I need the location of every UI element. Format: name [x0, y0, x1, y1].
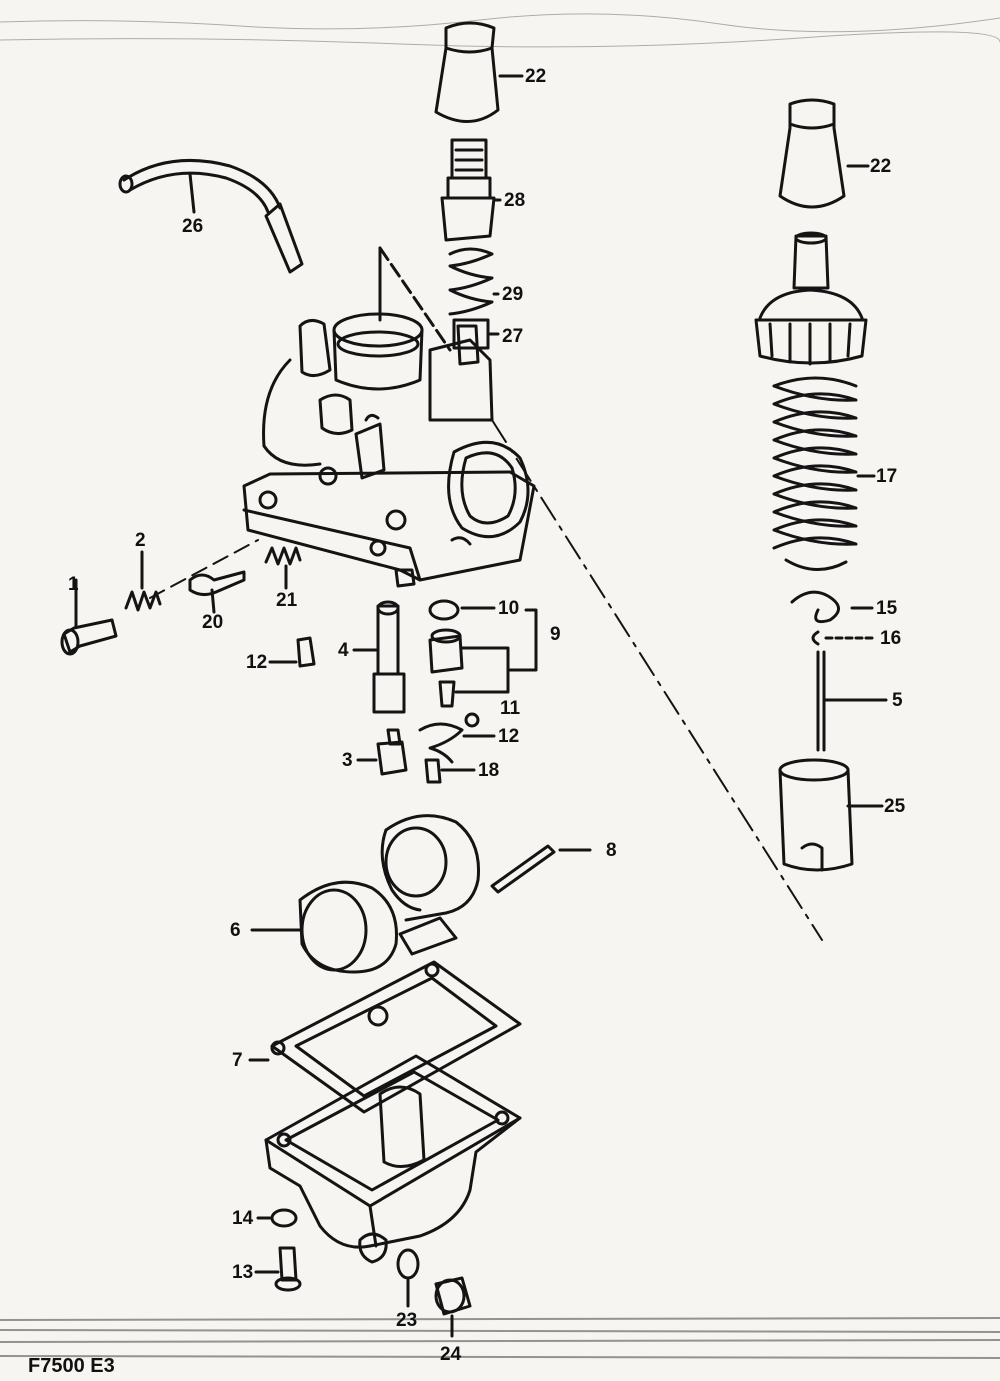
part-3-main-jet: [356, 728, 408, 776]
callout-22-top: 22: [525, 66, 546, 87]
part-15-clip: [790, 590, 874, 624]
part-16-e-ring: [811, 630, 878, 646]
part-26-hose: [118, 158, 304, 274]
assembly-line-right: [491, 419, 823, 941]
callout-27: 27: [502, 326, 523, 347]
part-27-nut: [452, 318, 500, 350]
part-8-float-pin: [490, 844, 592, 894]
callout-13: 13: [232, 1262, 253, 1283]
float-chamber: [264, 1054, 522, 1264]
callout-8: 8: [606, 840, 617, 861]
part-9-needle-valve: [428, 608, 538, 708]
part-6-float: [250, 814, 481, 974]
callout-21: 21: [276, 590, 298, 611]
callout-24: 24: [440, 1344, 462, 1365]
part-28-adjuster: [440, 138, 502, 242]
callout-20: 20: [202, 612, 223, 633]
callout-3: 3: [342, 750, 353, 771]
callout-6: 6: [230, 920, 241, 941]
callout-10: 10: [498, 598, 519, 619]
callout-23: 23: [396, 1310, 417, 1331]
part-5-jet-needle: [816, 650, 888, 752]
part-25-throttle-valve: [778, 758, 884, 872]
part-12-pilot-jet: [268, 636, 316, 668]
diagram-caption: F7500 E3: [28, 1355, 115, 1377]
scan-noise-top: [0, 13, 1000, 48]
scan-noise-bottom: [0, 1317, 1000, 1359]
callout-labels: 22 28 26 29 27 22 17 15 16 5 25 2 1 20 2…: [28, 66, 906, 1377]
part-1-screw: [60, 578, 118, 656]
callout-4: 4: [338, 640, 349, 661]
part-7-gasket: [248, 960, 522, 1114]
callout-16: 16: [880, 628, 901, 649]
part-24-drain-plug: [434, 1276, 472, 1338]
callout-26: 26: [182, 216, 203, 237]
callout-11: 11: [500, 698, 521, 719]
callout-17: 17: [876, 466, 897, 487]
part-18-screw: [424, 758, 476, 784]
part-11-screw: [464, 712, 480, 728]
part-22-cap-top: [434, 21, 524, 123]
part-22-cap-right: [778, 98, 870, 209]
part-17-throttle-spring: [772, 376, 876, 572]
part-29-spring: [448, 247, 500, 316]
part-10-o-ring: [428, 599, 496, 621]
assembly-line-left: [149, 539, 259, 599]
carburetor-body: [242, 246, 536, 588]
part-12b-clip: [418, 722, 496, 764]
callout-25: 25: [884, 796, 906, 817]
part-21-spring: [264, 546, 302, 590]
mixing-chamber-cap: [754, 231, 868, 366]
part-13-drain-screw: [254, 1246, 302, 1292]
callout-22-right: 22: [870, 156, 891, 177]
part-4-needle-jet: [352, 600, 406, 714]
part-23-o-ring: [396, 1248, 420, 1308]
callout-5: 5: [892, 690, 903, 711]
callout-15: 15: [876, 598, 898, 619]
callout-9: 9: [550, 624, 561, 645]
callout-28: 28: [504, 190, 525, 211]
callout-12: 12: [246, 652, 267, 673]
part-14-washer: [256, 1208, 298, 1228]
callout-7: 7: [232, 1050, 243, 1071]
callout-12b: 12: [498, 726, 519, 747]
part-2-spring: [124, 550, 162, 612]
callout-2: 2: [135, 530, 146, 551]
callout-14: 14: [232, 1208, 254, 1229]
callout-29: 29: [502, 284, 523, 305]
callout-18: 18: [478, 760, 499, 781]
part-20-pilot-screw: [188, 570, 246, 614]
callout-1: 1: [68, 574, 79, 595]
